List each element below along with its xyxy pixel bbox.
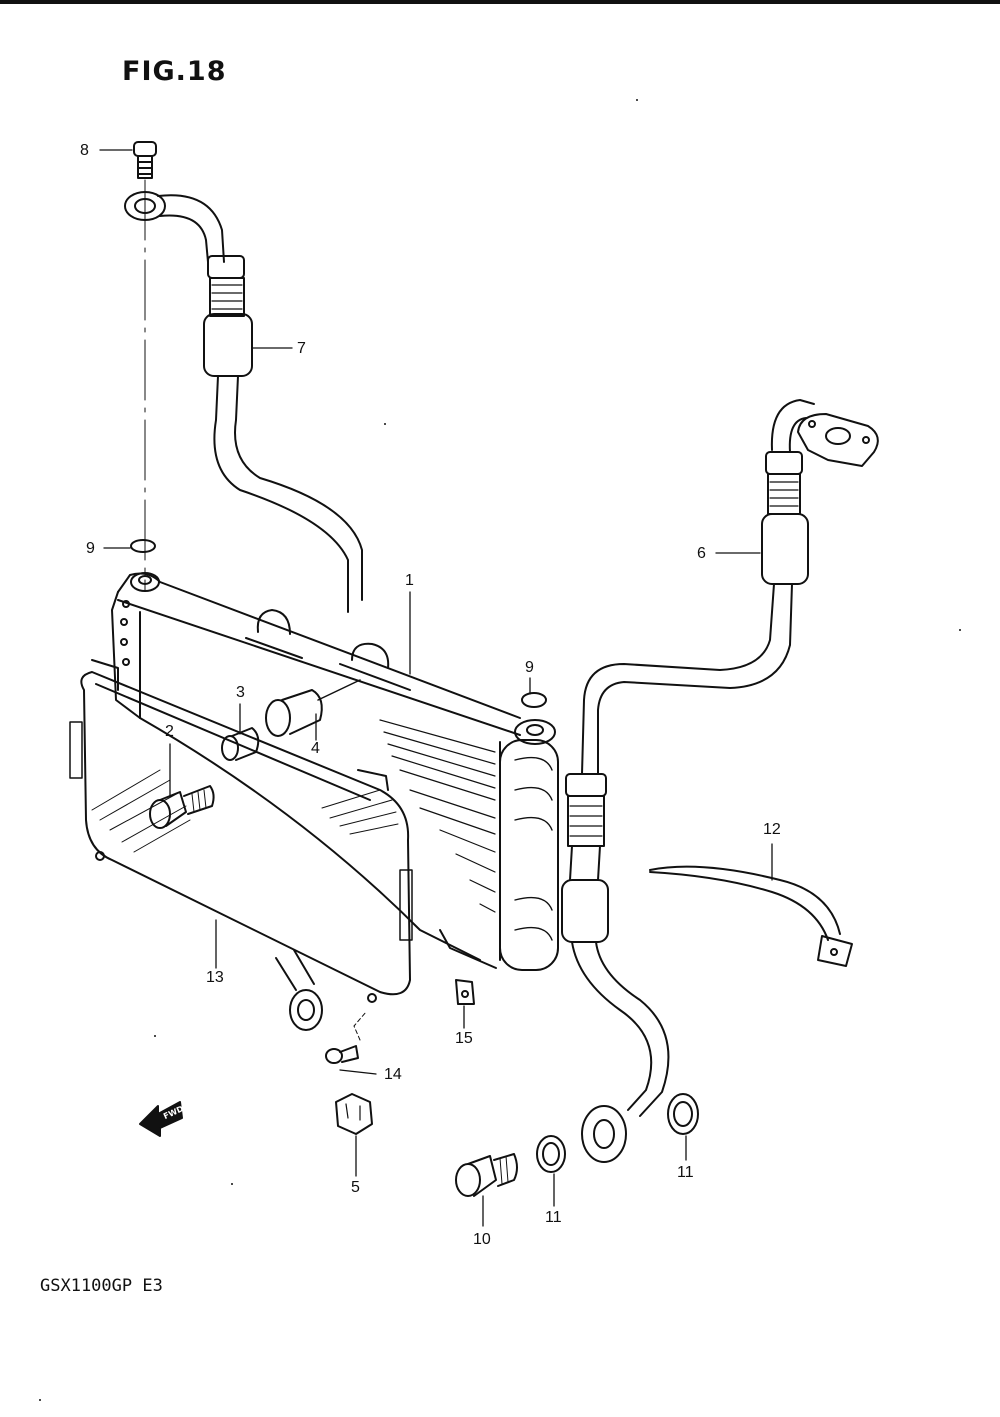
model-code: GSX1100GP E3 — [40, 1276, 163, 1296]
leader-lines — [99, 149, 773, 1227]
callout-3: 3 — [236, 684, 245, 701]
part-6-oil-hose-lower — [561, 399, 879, 1163]
scan-specks — [39, 99, 961, 1401]
callout-4: 4 — [311, 740, 320, 757]
callout-11-b: 11 — [677, 1164, 694, 1181]
part-5-clip — [335, 1093, 373, 1135]
callout-9-left: 9 — [86, 540, 95, 557]
part-9-o-ring-left — [130, 539, 156, 553]
part-12-strap — [649, 865, 853, 967]
part-15-clip-nut — [455, 979, 475, 1005]
callout-7: 7 — [297, 340, 306, 357]
figure-title: FIG.18 — [122, 56, 227, 87]
part-7-oil-hose-upper — [124, 191, 363, 613]
callout-14: 14 — [384, 1066, 402, 1083]
callout-15: 15 — [455, 1030, 473, 1047]
callout-11-a: 11 — [545, 1209, 562, 1226]
callout-10: 10 — [473, 1231, 491, 1248]
callout-1: 1 — [405, 572, 414, 589]
callout-5: 5 — [351, 1179, 360, 1196]
mesh-hatching — [91, 769, 399, 853]
callout-6: 6 — [697, 545, 706, 562]
callout-13: 13 — [206, 969, 224, 986]
callout-8: 8 — [80, 142, 89, 159]
part-1-oil-cooler — [111, 572, 559, 971]
part-11-gasket-b — [667, 1093, 699, 1135]
callout-labels: 8 7 9 1 3 2 4 6 9 12 13 14 15 5 10 11 11 — [80, 142, 781, 1248]
part-14-screw — [325, 1011, 367, 1064]
callout-12: 12 — [763, 821, 781, 838]
part-2-bolt — [149, 785, 215, 829]
part-9-o-ring-right — [521, 692, 547, 708]
callout-9-right: 9 — [525, 659, 534, 676]
part-4-grommet — [265, 679, 361, 737]
callout-2: 2 — [165, 723, 174, 740]
part-10-union-bolt — [455, 1153, 518, 1197]
part-11-gasket-a — [536, 1135, 566, 1173]
fwd-arrow-icon: FWD — [139, 1101, 185, 1137]
part-13-screen-guard — [69, 659, 413, 1031]
part-8-banjo-bolt — [133, 141, 157, 179]
